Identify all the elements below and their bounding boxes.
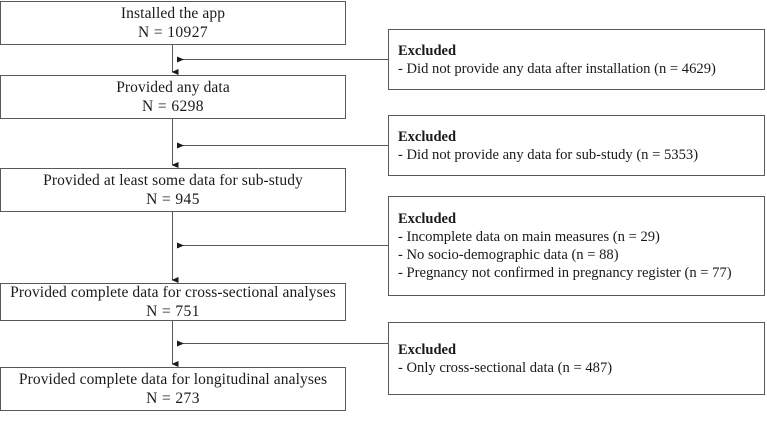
exclusion-box-1: Excluded - Did not provide any data afte… [388, 29, 765, 90]
exclusion-box-2-heading: Excluded [398, 128, 457, 145]
flow-box-some-data-substudy-count: N = 945 [146, 191, 200, 208]
flow-box-any-data-title: Provided any data [116, 79, 230, 96]
exclusion-box-2-list: - Did not provide any data for sub-study… [398, 146, 698, 164]
exclusion-item: - Incomplete data on main measures (n = … [398, 229, 660, 245]
exclusion-box-3-list: - Incomplete data on main measures (n = … [398, 228, 732, 282]
flow-box-longitudinal-title: Provided complete data for longitudinal … [18, 371, 328, 388]
flow-box-longitudinal-count: N = 273 [146, 390, 200, 407]
exclusion-item: - Pregnancy not confirmed in pregnancy r… [398, 265, 732, 281]
flow-box-any-data: Provided any data N = 6298 [0, 75, 346, 119]
exclusion-box-3-heading: Excluded [398, 211, 457, 227]
exclusion-box-2: Excluded - Did not provide any data for … [388, 115, 765, 176]
flow-box-some-data-substudy: Provided at least some data for sub-stud… [0, 168, 346, 212]
flow-box-installed: Installed the app N = 10927 [0, 1, 346, 45]
flow-box-installed-count: N = 10927 [137, 24, 209, 41]
exclusion-item: - No socio-demographic data (n = 88) [398, 247, 619, 263]
flow-box-cross-sectional-count: N = 751 [146, 303, 200, 320]
exclusion-box-4-heading: Excluded [398, 341, 457, 358]
exclusion-box-3: Excluded - Incomplete data on main measu… [388, 196, 765, 296]
exclusion-box-4-list: - Only cross-sectional data (n = 487) [398, 359, 612, 377]
exclusion-box-1-list: - Did not provide any data after install… [398, 60, 716, 78]
flow-box-longitudinal: Provided complete data for longitudinal … [0, 367, 346, 411]
exclusion-item: - Only cross-sectional data (n = 487) [398, 359, 613, 376]
exclusion-item: - Did not provide any data for sub-study… [398, 146, 699, 163]
exclusion-box-4: Excluded - Only cross-sectional data (n … [388, 322, 765, 395]
flow-box-cross-sectional-title: Provided complete data for cross-section… [10, 284, 336, 301]
exclusion-box-1-heading: Excluded [398, 42, 457, 59]
flow-box-cross-sectional: Provided complete data for cross-section… [0, 283, 346, 321]
exclusion-item: - Did not provide any data after install… [398, 60, 716, 77]
flow-box-installed-title: Installed the app [120, 5, 226, 22]
flow-box-some-data-substudy-title: Provided at least some data for sub-stud… [43, 172, 303, 189]
flow-box-any-data-count: N = 6298 [142, 98, 204, 115]
